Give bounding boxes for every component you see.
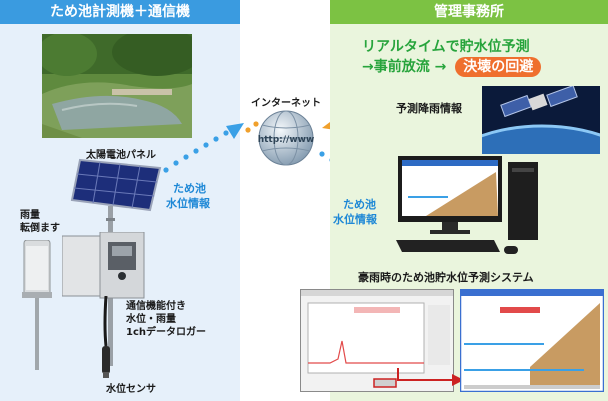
headline-line-2-text: →事前放流 → bbox=[362, 59, 447, 75]
right-panel-title: 管理事務所 bbox=[330, 0, 608, 24]
headline-line-1: リアルタイムで貯水位予測 bbox=[362, 39, 530, 55]
forecast-graph-screenshot bbox=[300, 289, 454, 392]
data-logger-box bbox=[62, 232, 145, 299]
rain-gauge-icon bbox=[22, 240, 52, 370]
water-level-sensor-label: 水位センサ bbox=[106, 384, 156, 395]
rain-gauge-label-2: 転倒ます bbox=[20, 223, 60, 234]
left-flow-label-1: ため池 bbox=[173, 182, 206, 195]
solar-panel-label: 太陽電池パネル bbox=[86, 150, 156, 161]
arrow-internet-to-left bbox=[245, 121, 259, 133]
headline-line-2: →事前放流 → 決壊の回避 bbox=[362, 56, 542, 77]
data-logger-label-3: 1chデータロガー bbox=[126, 327, 207, 338]
forecast-label: 予測降雨情報 bbox=[396, 102, 462, 115]
right-flow-label-1: ため池 bbox=[343, 198, 376, 211]
reservoir-section-screenshot bbox=[460, 289, 604, 392]
globe-text: http://www bbox=[258, 135, 315, 145]
satellite-icon bbox=[482, 86, 600, 154]
internet-label: インターネット bbox=[251, 98, 321, 109]
internet-globe-icon: http://www bbox=[258, 110, 315, 166]
office-computer-icon bbox=[396, 156, 538, 254]
screen-link-arrow bbox=[397, 368, 464, 386]
data-logger-label-1: 通信機能付き bbox=[126, 301, 186, 312]
data-logger-label-2: 水位・雨量 bbox=[126, 314, 176, 325]
arrow-left-to-internet bbox=[163, 123, 244, 173]
system-label: 豪雨時のため池貯水位予測システム bbox=[358, 271, 534, 284]
left-flow-label-2: 水位情報 bbox=[166, 197, 210, 210]
left-panel-title: ため池計測機＋通信機 bbox=[0, 0, 240, 24]
collapse-avoidance-badge: 決壊の回避 bbox=[455, 57, 542, 77]
right-flow-label-2: 水位情報 bbox=[333, 213, 377, 226]
pond-photo bbox=[42, 34, 192, 138]
rain-gauge-label-1: 雨量 bbox=[20, 210, 40, 221]
water-level-sensor-icon bbox=[102, 296, 110, 378]
